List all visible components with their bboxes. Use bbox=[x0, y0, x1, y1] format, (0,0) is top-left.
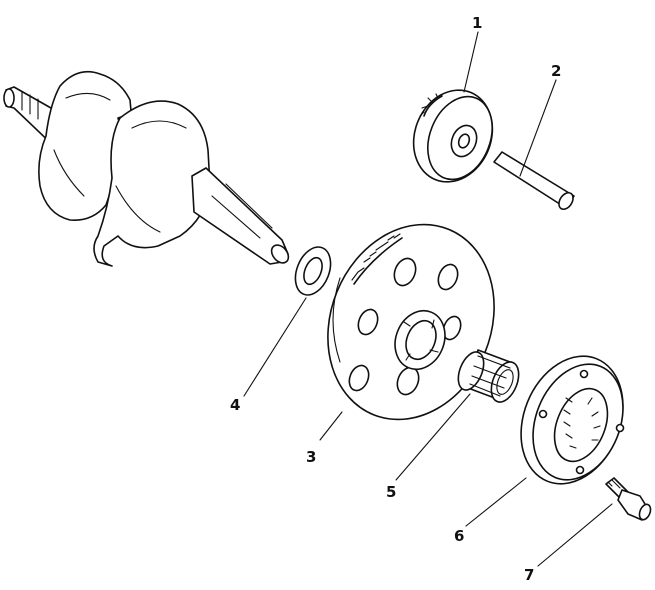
callout-2: 2 bbox=[551, 62, 561, 80]
callout-6: 6 bbox=[454, 527, 464, 545]
part-2-shaft-pin bbox=[493, 151, 575, 211]
part-7-bolt bbox=[605, 477, 652, 521]
callout-5: 5 bbox=[386, 483, 396, 501]
callout-3: 3 bbox=[306, 448, 316, 466]
crankshaft bbox=[3, 70, 290, 267]
callout-7: 7 bbox=[524, 566, 534, 584]
part-4-washer bbox=[294, 246, 332, 296]
callout-4: 4 bbox=[230, 396, 240, 414]
part-3-starter-wheel bbox=[327, 223, 495, 421]
part-1-idler-gear bbox=[412, 89, 494, 183]
leader-lines bbox=[243, 31, 613, 567]
part-5-needle-bearing bbox=[457, 349, 520, 403]
part-6-starter-clutch bbox=[520, 355, 625, 485]
callout-1: 1 bbox=[472, 14, 482, 32]
